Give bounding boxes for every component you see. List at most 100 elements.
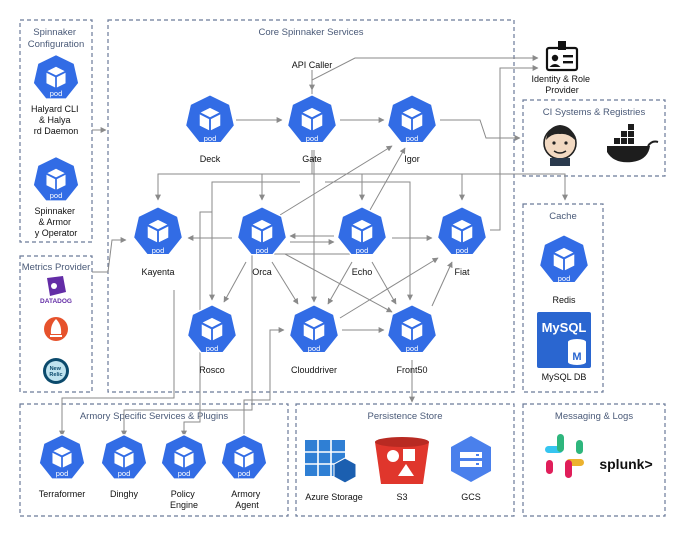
svg-text:Halyard CLI & Hal: Halyard CLI & Halya rd Daemon: [31, 104, 81, 136]
fiat-pod-text: pod: [456, 246, 469, 255]
group-title-messaging: Messaging & Logs: [555, 411, 633, 422]
connectors: [59, 55, 568, 437]
group-title-persistence: Persistence Store: [368, 411, 443, 422]
datadog-label: DATADOG: [40, 298, 72, 305]
arrow-orca-igor: [279, 145, 393, 216]
group-armory-services: Armory Specific Services & Plugins: [19, 403, 289, 517]
arrow-agent-clouddriver: [243, 327, 285, 436]
splunk-logo: splunk>: [599, 456, 652, 472]
group-cache: Cache: [522, 203, 604, 393]
arrow-echo-dinghy: [121, 253, 350, 437]
operator-label-line1: Spinnaker: [34, 206, 75, 216]
prometheus-icon: [44, 317, 68, 341]
clouddriver-pod-text: pod: [308, 344, 321, 353]
identity-label-line1: Identity & Role: [531, 74, 590, 84]
group-title-metrics: Metrics Provider: [22, 262, 91, 273]
operator-label-line2: & Armor: [38, 217, 71, 227]
fiat-pod: pod Fiat: [436, 206, 488, 277]
igor-pod-text: pod: [406, 134, 419, 143]
arrow-gate-rosco: [209, 181, 300, 301]
front50-pod: pod Front50: [386, 304, 438, 375]
group-persistence-store: Persistence Store: [295, 403, 515, 517]
arrow-gate-kayenta: [155, 173, 312, 201]
rosco-label: Rosco: [199, 365, 225, 375]
group-title-config-line2: Configuration: [28, 39, 85, 50]
api-caller-label: API Caller: [292, 60, 333, 70]
svg-text:Identity & Role Provider: Identity & Role Provider: [531, 74, 592, 95]
group-title-ci: CI Systems & Registries: [543, 107, 646, 118]
terraformer-pod: pod Terraformer: [38, 433, 86, 499]
gate-pod: pod Gate: [286, 94, 338, 164]
arrow-igor-ci: [440, 119, 521, 141]
arrow-echo-front50: [371, 261, 397, 305]
front50-label: Front50: [396, 365, 427, 375]
arrow-front50-fiat: [431, 261, 453, 307]
rosco-pod-text: pod: [206, 344, 219, 353]
azure-storage-label: Azure Storage: [305, 492, 363, 502]
policy-label-line1: Policy: [171, 489, 196, 499]
arrow-orca-policy: [181, 211, 212, 437]
gcs-label: GCS: [461, 492, 481, 502]
armory-agent-pod-text: pod: [238, 469, 251, 478]
mysql-db: MySQL M MySQL DB: [537, 312, 591, 382]
group-ci-systems: CI Systems & Registries: [522, 99, 666, 177]
dinghy-pod-text: pod: [118, 469, 131, 478]
arrow-echo-clouddriver: [327, 261, 353, 305]
halyard-label-line3: & Halya: [39, 115, 71, 125]
agent-label-line2: Agent: [235, 500, 259, 510]
azure-storage-icon: Azure Storage: [305, 440, 363, 502]
arrow-metrics-kayenta: [92, 237, 127, 273]
s3-label: S3: [396, 492, 407, 502]
arrow-gate-cache: [312, 173, 568, 201]
operator-pod: pod Spinnaker & Armor y Operator: [32, 155, 80, 238]
clouddriver-pod: pod Clouddriver: [288, 304, 340, 375]
mysql-logo-text: MySQL: [542, 320, 587, 335]
armory-agent-pod: pod Armory Agent: [220, 433, 268, 510]
docker-icon: [607, 124, 659, 163]
operator-label-line3: y Operator: [35, 228, 78, 238]
deck-label: Deck: [200, 154, 221, 164]
deck-pod: pod Deck: [184, 94, 236, 164]
kayenta-pod: pod Kayenta: [132, 206, 184, 277]
arrow-orca-rosco: [223, 261, 247, 303]
deck-pod-text: pod: [204, 134, 217, 143]
terraformer-label: Terraformer: [39, 489, 86, 499]
id-badge-icon: [545, 41, 579, 72]
echo-label: Echo: [352, 267, 373, 277]
terraformer-pod-text: pod: [56, 469, 69, 478]
jenkins-icon: [543, 125, 577, 166]
redis-label: Redis: [552, 295, 576, 305]
newrelic-label-line2: Relic: [49, 372, 62, 378]
svg-text:New Relic: New Relic: [49, 366, 62, 378]
orca-pod-text: pod: [256, 246, 269, 255]
halyard-pod-text: pod: [50, 89, 63, 98]
arrow-orca-terraformer: [59, 290, 175, 437]
group-title-armory: Armory Specific Services & Plugins: [80, 411, 229, 422]
svg-text:Policy Engine: Policy Engine: [170, 489, 198, 510]
s3-bucket-icon: S3: [375, 437, 429, 502]
arrow-fiat-identity: [490, 65, 539, 231]
group-title-cache: Cache: [549, 211, 576, 222]
policy-label-line2: Engine: [170, 500, 198, 510]
arrow-echo-igor: [369, 147, 406, 211]
group-metrics-provider: Metrics Provider: [19, 255, 93, 393]
arrow-gate-echo: [312, 173, 365, 201]
igor-pod: pod Igor: [386, 94, 438, 164]
kayenta-label: Kayenta: [141, 267, 174, 277]
newrelic-icon: New Relic: [43, 358, 69, 384]
group-messaging-logs: Messaging & Logs: [522, 403, 666, 517]
mysql-m-text: M: [572, 351, 581, 363]
halyard-label-line4: rd Daemon: [34, 126, 79, 136]
dinghy-pod: pod Dinghy: [100, 433, 148, 499]
group-title-core: Core Spinnaker Services: [258, 27, 363, 38]
identity-label-line2: Provider: [545, 85, 579, 95]
svg-text:Spinnaker & Armor: Spinnaker & Armor y Operator: [34, 206, 77, 238]
policy-engine-pod-text: pod: [178, 469, 191, 478]
rosco-pod: pod Rosco: [186, 304, 238, 375]
clouddriver-label: Clouddriver: [291, 365, 337, 375]
agent-label-line1: Armory: [231, 489, 260, 499]
igor-label: Igor: [404, 154, 420, 164]
svg-text:Spinnaker Configuration: Spinnaker Configuration: [28, 27, 85, 50]
halyard-label-line1: Halyard CLI: [31, 104, 79, 114]
operator-pod-text: pod: [50, 191, 63, 200]
